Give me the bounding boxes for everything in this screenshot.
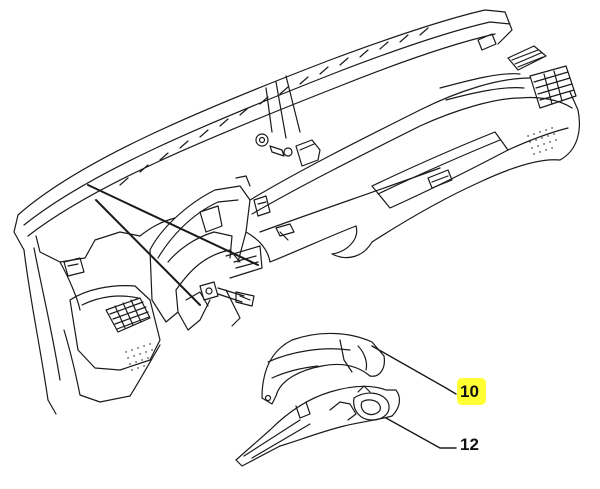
dashboard-body — [23, 217, 176, 415]
right-air-vent — [507, 45, 577, 109]
instrument-cluster-hood — [149, 185, 263, 331]
bolts-lower — [199, 281, 255, 307]
lower-steering-shroud — [235, 385, 401, 467]
dashboard-top-edge — [13, 9, 513, 251]
callout-leader-lines — [371, 345, 457, 449]
left-air-vent — [105, 297, 151, 333]
center-console — [245, 73, 581, 263]
fasteners-upper — [235, 75, 321, 187]
leader-line-10 — [371, 345, 457, 395]
callout-10-highlight — [457, 378, 486, 405]
clip-center — [253, 195, 295, 241]
leader-line-12 — [385, 417, 457, 449]
right-speaker-grille — [527, 127, 557, 155]
left-speaker-grille — [125, 343, 153, 371]
upper-steering-shroud — [261, 332, 385, 405]
steering-axis-lines — [87, 184, 259, 306]
callout-label-10: 10 — [460, 382, 479, 401]
callout-label-12: 12 — [460, 435, 479, 454]
